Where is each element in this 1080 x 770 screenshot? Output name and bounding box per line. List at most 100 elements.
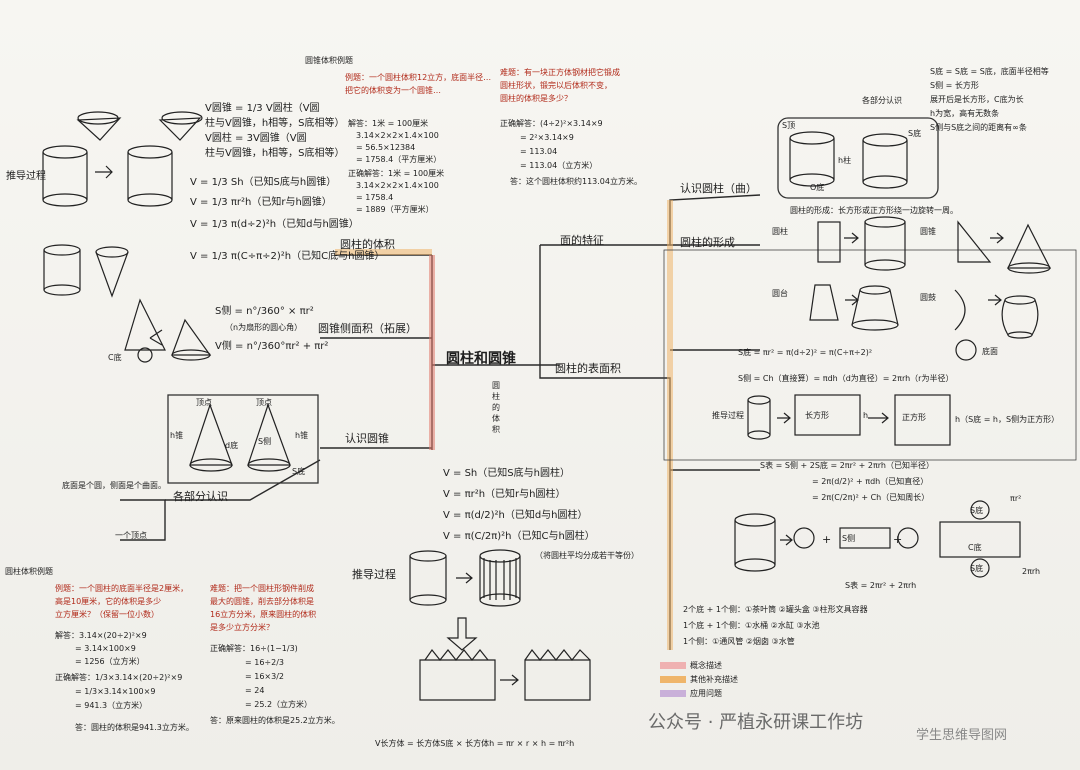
heading-derive-mid: 推导过程 [352,568,396,581]
ex-top-ans7: = 1758.4 [356,193,394,202]
surface-note3: 1个底 + 1个侧：①水桶 ②水缸 ③水池 [683,621,820,630]
surface-f6: S表 = 2πr² + 2πrh [845,581,917,590]
vol-line3: V圆柱 = 3V圆锥（V圆 [205,133,307,144]
label-top-vertex-2: 顶点 [256,398,272,407]
right-gen: 圆柱的形成：长方形或正方形绕一边旋转一周。 [790,206,958,215]
cone-curved-desc: 底面是个圆，侧面是个曲面。 [62,481,166,490]
right-feature: 各部分认识 [862,96,902,105]
surface-2pirh: 2πrh [1022,567,1041,576]
cone-ex-2: 最大的圆锥，削去部分体积是 [210,597,314,606]
cone-sol-1: 正确解答：16÷(1−1/3) [210,644,298,653]
hard-ans-4: = 113.04（立方米） [520,161,598,170]
ex-top-2: 把它的体积变为一个圆锥… [345,86,441,95]
surface-h: h [863,411,869,420]
cone-formula-1: V = 1/3 Sh（已知S底与h圆锥） [190,177,337,188]
hard-ans-2: = 2²×3.14×9 [520,133,574,142]
branch-cone-side: 圆锥侧面积（拓展） [318,322,417,335]
surface-rect2: 正方形 [902,413,926,422]
legend-swatch-1 [660,662,686,669]
cyl-sol-5: = 1/3×3.14×100×9 [75,687,156,696]
cyl-sol-1: 解答：3.14×(20÷2)²×9 [55,631,147,640]
cyl-vol-f3: V = π(d/2)²h（已知d与h圆柱） [443,510,588,521]
watermark-site: 学生思维导图网 [916,728,1008,743]
label-top-vertex-1: 顶点 [196,398,212,407]
right-top-3: 展开后是长方形，C底为长 [930,95,1024,104]
right-o-bot: O底 [810,183,825,192]
surface-f3: S表 = S侧 + 2S底 = 2πr² + 2πrh（已知半径） [760,461,935,470]
cyl-sol-3: = 1256（立方米） [75,657,145,666]
branch-cyl-volume: 圆柱的体积 [340,238,395,251]
hard-ans-3: = 113.04 [520,147,558,156]
cyl-sol-6: = 941.3（立方米） [75,701,148,710]
right-s-top: S顶 [782,121,796,130]
cone-side-l1: S侧 = n°/360° × πr² [215,306,314,317]
surface-note2: 2个底 + 1个侧：①茶叶筒 ②罐头盒 ③柱形文具容器 [683,605,868,614]
branch-face-features: 面的特征 [560,234,604,247]
right-stage-cyl: 圆台 [772,289,788,298]
cone-sol-6: 答：原来圆柱的体积是25.2立方米。 [210,716,340,725]
vol-line1: V圆锥 = 1/3 V圆柱（V圆 [205,103,320,114]
right-h-z: h柱 [838,156,852,165]
hard-ans-5: 答：这个圆柱体积约113.04立方米。 [510,177,642,186]
watermark: 公众号 · 严植永研课工作坊 [648,712,864,733]
surface-note: h（S底 = h，S侧为正方形） [955,415,1060,424]
hard-top-3: 圆柱的体积是多少？ [500,94,572,103]
cone-ex-3: 16立方分米，原来圆柱的体积 [210,610,317,619]
vol-line4: 柱与V圆锥，h相等，S底相等） [205,148,345,159]
label-h-cone-2: h锥 [295,431,309,440]
surface-f2: S侧 = Ch（直接算）= πdh（d为直径）= 2πrh（r为半径） [738,374,954,383]
cyl-ex-2: 高是10厘米，它的体积是多少 [55,597,162,606]
right-top-1: S底 = S底 = S底，底面半径相等 [930,67,1049,76]
label-s-side: S侧 [258,437,272,446]
surface-f1: S底 = πr² = π(d÷2)² = π(C÷π÷2)² [738,348,873,357]
cyl-vol-f2: V = πr²h（已知r与h圆柱） [443,489,566,500]
ex-top-ans2: 3.14×2×2×1.4×100 [356,131,439,140]
cone-side-l3: V侧 = n°/360°πr² + πr² [215,341,329,352]
legend-label-3: 应用问题 [690,689,722,698]
cyl-ex-1: 例题：一个圆柱的底面半径是2厘米， [55,584,189,593]
cone-formula-4: V = 1/3 π(C÷π÷2)²h（已知C底与h圆锥） [190,251,385,262]
surface-pir2: πr² [1010,494,1022,503]
label-c-bottom: C底 [108,353,122,362]
branch-surface: 圆柱的表面积 [555,362,621,375]
right-cone-title: 圆锥 [920,227,936,236]
right-bottom-word: 底面 [982,347,998,356]
surface-plus-2: + [893,533,903,546]
surface-c-bot: C底 [968,543,982,552]
cone-ex-1: 难题：把一个圆柱形钢件削成 [210,584,314,593]
cone-one-vertex: 一个顶点 [115,531,147,540]
cyl-sol-2: = 3.14×100×9 [75,644,136,653]
surface-circ-top: S底 [970,506,984,515]
surface-circ-bot: S底 [970,564,984,573]
right-top-4: h为宽，高有无数条 [930,109,1000,118]
legend-label-2: 其他补充描述 [690,675,738,684]
cyl-ex-3: 立方厘米？（保留一位小数） [55,610,159,619]
cyl-vol-f1: V = Sh（已知S底与h圆柱） [443,468,570,479]
ex-top-ans1: 解答：1米 = 100厘米 [348,119,429,128]
cone-formula-2: V = 1/3 πr²h（已知r与h圆锥） [190,197,332,208]
legend-swatch-3 [660,690,686,697]
cone-ex-4: 是多少立方分米？ [210,623,274,632]
cyl-vol-f4: V = π(C/2π)²h（已知C与h圆柱） [443,531,595,542]
surface-rect1: 长方形 [805,411,829,420]
surface-term-s: S侧 [842,534,856,543]
hard-ans-1: 正确解答：(4÷2)²×3.14×9 [500,119,603,128]
branch-know-cyl: 认识圆柱（曲） [680,182,757,195]
cyl-sol-4: 正确解答：1/3×3.14×(20÷2)²×9 [55,673,183,682]
legend-swatch-2 [660,676,686,683]
surface-f5: = 2π(C/2π)² + Ch（已知周长） [812,493,930,502]
cone-sol-4: = 24 [245,686,265,695]
cyl-sol-7: 答：圆柱的体积是941.3立方米。 [75,723,194,732]
center-topic: 圆柱和圆锥 [446,351,516,367]
hard-top-2: 圆柱形状，锻完以后体积不变， [500,81,612,90]
right-top-2: S侧 = 长方形 [930,81,979,90]
right-s-bot: S底 [908,129,922,138]
surface-plus-1: + [822,533,832,546]
ex-top-ans8: = 1889（平方厘米） [356,205,434,214]
label-h-cone: h锥 [170,431,184,440]
cone-formula-3: V = 1/3 π(d÷2)²h（已知d与h圆锥） [190,219,359,230]
ex-top-ans6: 3.14×2×2×1.4×100 [356,181,439,190]
branch-each-part: 各部分认识 [173,490,228,503]
cone-sol-3: = 16×3/2 [245,672,285,681]
